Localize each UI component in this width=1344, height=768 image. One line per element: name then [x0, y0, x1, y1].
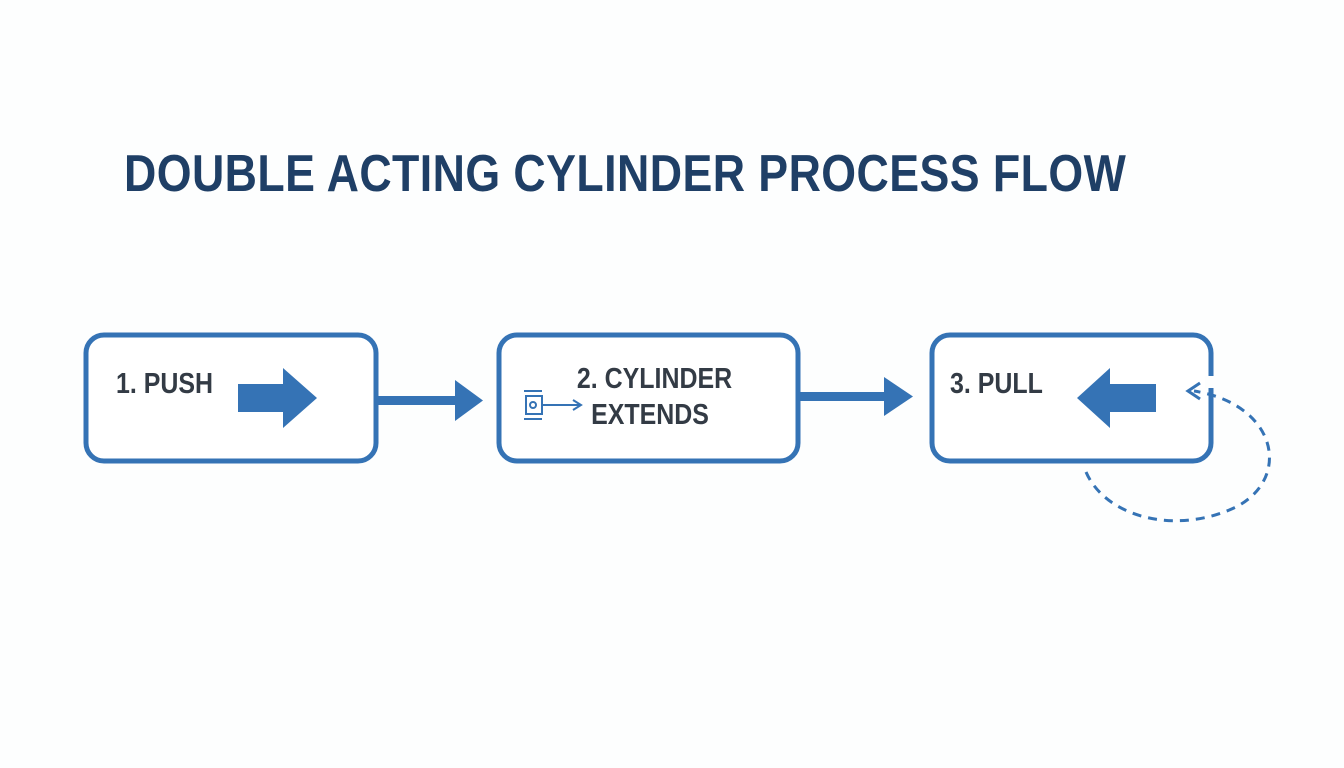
left-arrow-icon	[1077, 368, 1156, 428]
step-3-label: 3. PULL	[950, 368, 1043, 400]
cylinder-icon	[524, 390, 583, 420]
step-1-label: 1. PUSH	[116, 368, 214, 400]
step-2-label-line1: 2. CYLINDER	[576, 363, 733, 395]
step-2-label: 2. CYLINDER EXTENDS	[576, 361, 733, 433]
diagram-title: DOUBLE ACTING CYLINDER PROCESS FLOW	[124, 145, 1127, 203]
right-arrow-icon	[238, 368, 317, 428]
return-loop-arrow	[1084, 381, 1271, 523]
step-2-label-line2: EXTENDS	[591, 399, 709, 431]
connector-arrow	[376, 380, 483, 421]
connector-arrow	[798, 377, 913, 416]
step-3-box	[929, 332, 1214, 464]
step-3-loop-gap	[1205, 376, 1217, 388]
